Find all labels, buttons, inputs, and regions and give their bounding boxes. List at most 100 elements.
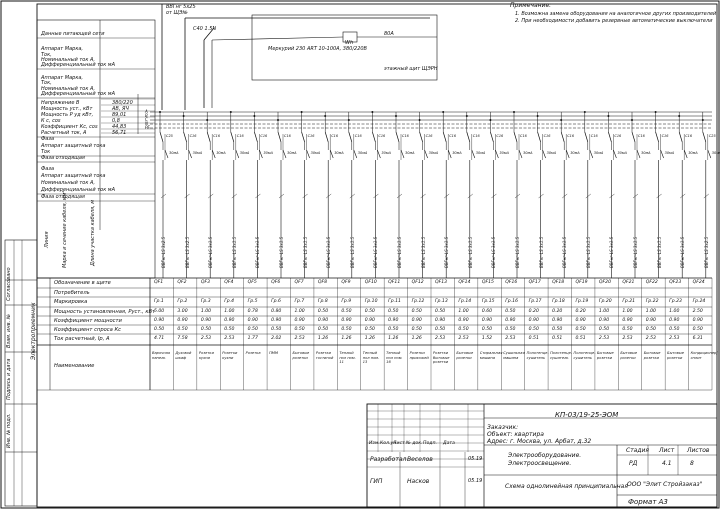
current-cell-8: 1.26: [317, 336, 329, 341]
rcd-15: [495, 149, 499, 159]
left-row-16: Аппарат защитный тока: [41, 143, 106, 149]
power-cell-22: 1.00: [645, 309, 656, 314]
meter-in-line: [211, 36, 344, 41]
cable-tick-13: [444, 193, 450, 199]
kc-cell-2: 0.50: [177, 327, 188, 332]
current-cell-17: 0.51: [528, 336, 539, 341]
left-row-19: Фаза: [41, 166, 55, 172]
left-row-21: Номинальный ток А,: [41, 180, 95, 186]
breaker-sub-13: 30мА: [452, 151, 462, 155]
cable-type-9: ВВГнг-LS 3х1.5: [349, 236, 355, 268]
left-row-23: Фаза отходящая: [41, 194, 85, 200]
tb-stage-head-0: Стадия: [626, 447, 650, 454]
name-cell-2: Духовой шкаф: [175, 351, 192, 360]
breaker-sub-21: 30мА: [641, 151, 651, 155]
name-cell-6: ПММ: [269, 351, 278, 355]
kc-cell-19: 0.50: [575, 327, 586, 332]
breaker-label-18: C16: [567, 134, 575, 138]
qf-cell-19: QF19: [575, 280, 588, 285]
cos-cell-15: 0.90: [481, 318, 493, 323]
cable-tick-24: [703, 193, 709, 199]
qf-cell-10: QF10: [364, 280, 377, 285]
left-row-13: Коэффициент Кс, cos: [41, 124, 98, 130]
qf-cell-15: QF15: [481, 280, 494, 285]
cable-type-24: ВВГнг-LS 3х2.5: [703, 236, 709, 268]
cos-cell-1: 0.90: [154, 318, 165, 323]
qf-cell-23: QF23: [669, 280, 682, 285]
groups-cell-22: Гр.22: [645, 299, 659, 304]
input-from: от ЩЭ№: [166, 10, 188, 16]
groups-cell-21: Гр.21: [622, 299, 636, 304]
power-cell-14: 1.00: [458, 309, 469, 314]
breaker-14: [466, 131, 471, 143]
title-block: [366, 403, 718, 508]
current-cell-5: 1.77: [247, 336, 258, 341]
groups-cell-13: Гр.13: [435, 299, 448, 304]
cable-tick-4: [231, 193, 237, 199]
name-cell-15: Стиральная машина: [479, 351, 503, 360]
cable-type-3: ВВГнг-LS 3х1.5: [208, 236, 214, 268]
breaker-label-7: C16: [307, 134, 315, 138]
breaker-24: [702, 131, 707, 143]
breaker-sub-20: 30мА: [617, 151, 627, 155]
left-row-4: Дифференциальный ток мА: [41, 62, 115, 68]
breaker-20: [608, 131, 612, 143]
cable-type-13: ВВГнг-LS 3х1.5: [444, 236, 450, 268]
kc-cell-14: 0.50: [458, 327, 469, 332]
left-value-3: 0,8: [112, 118, 120, 124]
breaker-label-4: C16: [236, 134, 244, 138]
left-row-17: Ток: [41, 149, 51, 155]
cos-cell-21: 0.90: [622, 318, 633, 323]
cable-type-18: ВВГнг-LS 3х1.5: [562, 236, 568, 268]
kc-cell-20: 0.50: [598, 327, 610, 332]
tap-dot-1: [159, 111, 161, 113]
left-row-11: Мощность Р уд кВт,: [41, 112, 94, 118]
power-cell-7: 1.00: [294, 309, 305, 314]
breaker-8: [324, 131, 329, 143]
cable-tick-8: [326, 193, 332, 199]
groups-cell-2: Гр.2: [177, 299, 188, 304]
left-value-2: 89,01: [112, 112, 127, 118]
rcd-24: [707, 149, 712, 159]
qf-cell-21: QF21: [622, 280, 635, 285]
breaker-sub-3: 30мА: [216, 151, 226, 155]
power-cell-11: 0.50: [388, 309, 399, 314]
tap-dot-8: [324, 115, 327, 117]
breaker-22: [655, 131, 659, 143]
tb-col-head-1: Кол.уч: [380, 441, 396, 446]
groups-cell-11: Гр.11: [388, 299, 401, 304]
current-cell-23: 2.53: [669, 336, 680, 341]
groups-cell-9: Гр.9: [341, 299, 352, 304]
power-cell-8: 0.50: [317, 309, 329, 314]
tap-dot-21: [631, 119, 633, 121]
cable-type-17: ВВГнг-LS 3х1.5: [538, 236, 544, 268]
cable-type-7: ВВГнг-LS 3х1.5: [302, 236, 308, 268]
breaker-3: [206, 131, 211, 143]
tap-dot-5: [253, 115, 256, 117]
breaker-4: [230, 131, 235, 143]
rcd-18: [565, 149, 570, 159]
power-cell-19: 0.20: [575, 309, 586, 314]
kc-cell-8: 0.50: [317, 327, 329, 332]
left-row-14: Расчетный ток, А: [41, 130, 87, 136]
tap-dot-10: [371, 111, 374, 113]
breaker-19: [584, 131, 589, 143]
cable-vert-label-1: Марка и сечение кабеля, мм²: [62, 190, 68, 268]
rcd-19: [589, 149, 594, 159]
table-label-4: Коэффициент мощности: [54, 318, 122, 324]
cable-type-6: ВВГнг-LS 3х1.5: [279, 236, 284, 268]
breaker-label-9: C16: [354, 134, 362, 138]
cos-cell-11: 0.90: [388, 318, 399, 323]
side-label-electro: Электроприемник: [30, 302, 37, 360]
table-label-1: Потребитель: [54, 290, 90, 296]
tb-name-2: Насков: [407, 478, 430, 485]
cable-tick-1: [160, 193, 167, 199]
table-label-6: Ток расчетный, Iр, А: [54, 336, 110, 342]
left-row-22: Дифференциальный ток мА: [41, 187, 115, 193]
breaker-6: [277, 131, 282, 143]
groups-cell-7: Гр.7: [294, 299, 305, 304]
current-cell-22: 2.53: [645, 336, 656, 341]
rcd-8: [329, 149, 334, 159]
input-cable: ВВГнг 5х25: [166, 4, 196, 10]
